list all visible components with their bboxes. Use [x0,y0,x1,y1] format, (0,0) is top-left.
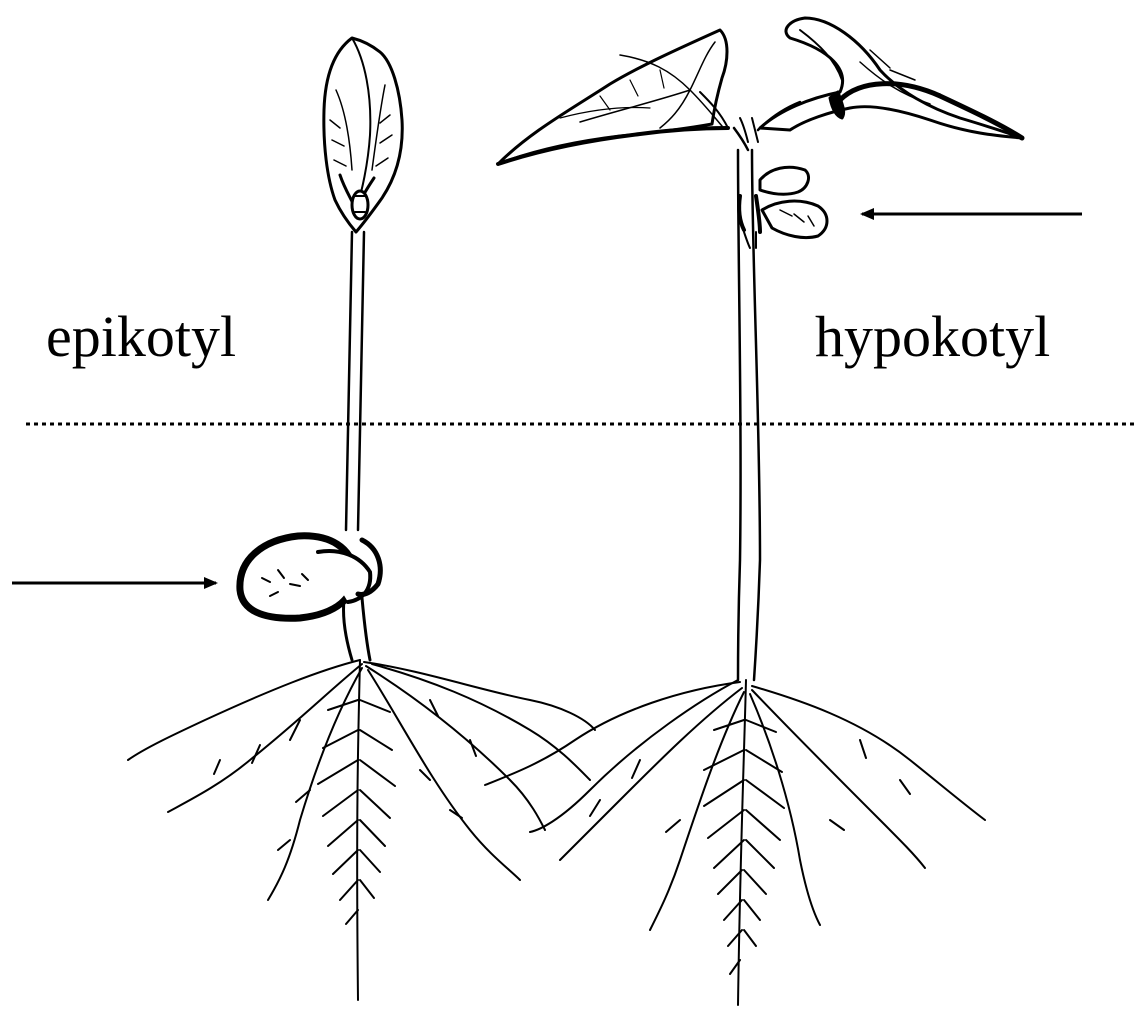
right-left-leaf [498,30,738,164]
label-epikotyl: epikotyl [46,308,236,366]
right-right-leaf [760,18,1022,138]
right-stem [738,150,760,680]
left-stem [346,232,364,530]
left-roots [128,660,595,1000]
left-leaf-bud [324,38,402,232]
right-seedling [485,18,1022,1005]
left-seedling [128,38,595,1000]
right-roots [485,680,985,1005]
label-hypokotyl: hypokotyl [815,308,1050,366]
left-cotyledon [240,536,380,618]
